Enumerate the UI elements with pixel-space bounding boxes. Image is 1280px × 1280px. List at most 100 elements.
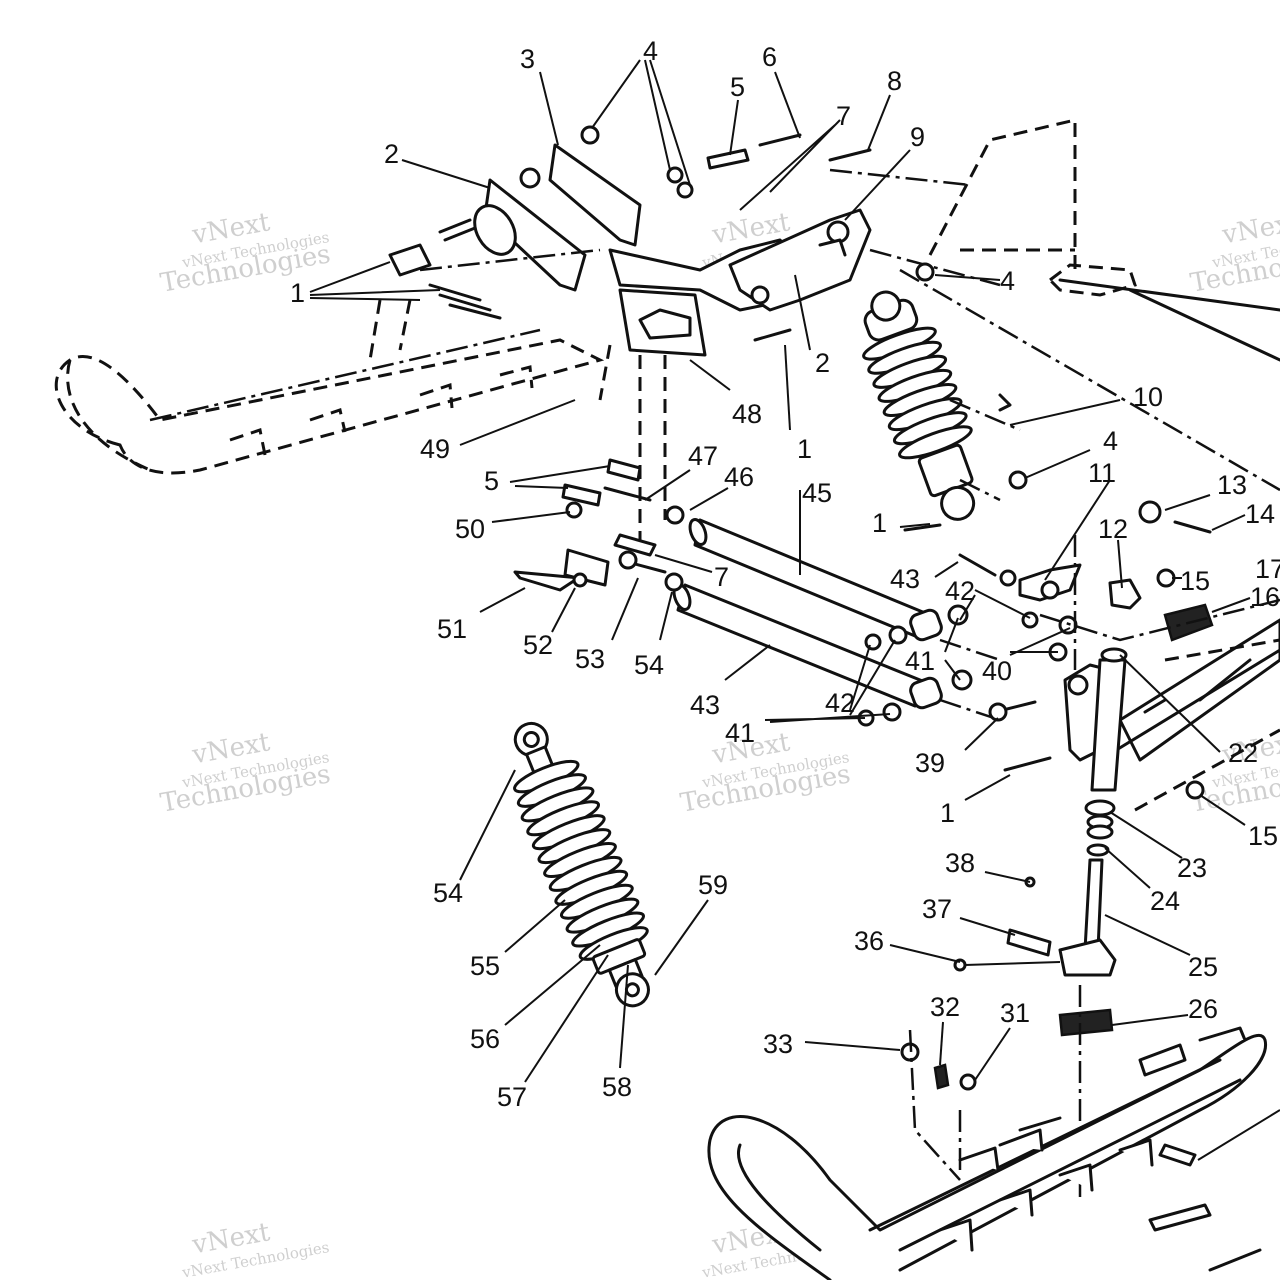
callout-55: 55: [470, 951, 500, 981]
callout-23: 23: [1177, 853, 1207, 883]
callout-11: 11: [1088, 458, 1116, 488]
callout-16: 16: [1250, 582, 1280, 612]
callout-6: 6: [762, 42, 777, 72]
callout-1: 1: [940, 798, 955, 828]
callout-2: 2: [815, 348, 830, 378]
nut-13: [1138, 500, 1162, 524]
callout-10: 10: [1133, 382, 1163, 412]
nut: [666, 166, 684, 184]
bolt: [758, 133, 872, 162]
upper-shock: [862, 290, 1021, 532]
callout-58: 58: [602, 1072, 632, 1102]
control-arm-tubes: [672, 518, 1001, 727]
left-bracket-assembly: [388, 125, 721, 320]
callout-12: 12: [1098, 514, 1128, 544]
upper-right-bracket: [706, 118, 1280, 492]
left-ski: [54, 299, 605, 475]
nut: [676, 181, 694, 199]
callout-48: 49: [420, 434, 450, 464]
callout-2: 2: [384, 139, 399, 169]
bottom-ski: [707, 1026, 1268, 1280]
washer: [818, 238, 847, 257]
bracket-plate: [548, 143, 642, 247]
washer-45: [665, 505, 685, 525]
callout-39: 42: [945, 576, 975, 606]
right-frame-rail: [1098, 618, 1280, 812]
callout-45: 46: [724, 462, 754, 492]
spindle-25: [1083, 858, 1104, 952]
callout-5: 5: [730, 72, 745, 102]
callout-1: 1: [290, 278, 305, 308]
callout-36: 38: [945, 848, 975, 878]
link: [613, 533, 657, 557]
callout-44: 45: [802, 478, 832, 508]
callout-4: 4: [1103, 426, 1118, 456]
callout-1: 1: [797, 434, 812, 464]
callout-41: 41: [905, 646, 935, 676]
bolt-40: [958, 553, 997, 577]
link-plate: [606, 458, 642, 482]
callout-33: 33: [763, 1029, 793, 1059]
callout-56: 56: [470, 1024, 500, 1054]
nut: [519, 167, 541, 189]
callout-25: 25: [1188, 952, 1218, 982]
bolt-32: [933, 1063, 950, 1090]
callout-14: 14: [1245, 499, 1275, 529]
callout-38: 40: [982, 656, 1012, 686]
callout-15: 15: [1248, 821, 1278, 851]
callout-31: 31: [1000, 998, 1030, 1028]
callout-17: 17: [1255, 554, 1280, 584]
callout-49: 50: [455, 514, 485, 544]
callout-32: 32: [930, 992, 960, 1022]
callout-52: 53: [575, 644, 605, 674]
bolt: [438, 218, 477, 242]
bushing: [750, 285, 770, 305]
callout-47: 48: [732, 399, 762, 429]
callout-43: 43: [690, 690, 720, 720]
callout-9: 9: [910, 122, 925, 152]
callout-37: 39: [915, 748, 945, 778]
callout-4: 4: [1000, 266, 1015, 296]
leader-lines: [309, 59, 1280, 1161]
callout-22: 22: [1228, 738, 1258, 768]
wear-bar: [1148, 1203, 1212, 1232]
callout-8: 8: [887, 66, 902, 96]
pin-14: [1173, 520, 1212, 534]
lower-shock: [513, 721, 650, 1008]
nut-15: [1185, 780, 1205, 800]
callout-3: 3: [520, 44, 535, 74]
nut: [915, 262, 935, 282]
left-lower-hardware: [513, 458, 685, 592]
bracket-12: [1108, 578, 1142, 610]
callout-50: 51: [437, 614, 467, 644]
callout-54: 54: [433, 878, 463, 908]
callout-40: 43: [890, 564, 920, 594]
callout-42: 42: [825, 688, 855, 718]
link-plate: [561, 483, 602, 507]
clip: [998, 393, 1012, 412]
callout-59: 59: [698, 870, 728, 900]
callout-35: 37: [922, 894, 952, 924]
callout-51: 52: [523, 630, 553, 660]
bolt: [1003, 756, 1052, 772]
callout-46: 47: [688, 441, 718, 471]
callout-26: 26: [1188, 994, 1218, 1024]
bolt: [753, 328, 792, 342]
callout-41: 41: [725, 718, 755, 748]
nut-53: [664, 572, 684, 592]
bolt: [903, 523, 942, 532]
ski-body: [707, 1033, 1268, 1280]
mount-slot: [638, 308, 692, 340]
callout-7: 7: [714, 562, 729, 592]
nut: [580, 125, 600, 145]
callout-13: 13: [1217, 470, 1247, 500]
spindle-assembly: [953, 647, 1128, 1200]
callout-15: 15: [1180, 566, 1210, 596]
callout-57: 57: [497, 1082, 527, 1112]
link: [706, 148, 750, 170]
nut-49: [565, 501, 583, 519]
callout-53: 54: [634, 650, 664, 680]
nut-15: [1156, 568, 1176, 588]
bolt: [1158, 1143, 1197, 1167]
